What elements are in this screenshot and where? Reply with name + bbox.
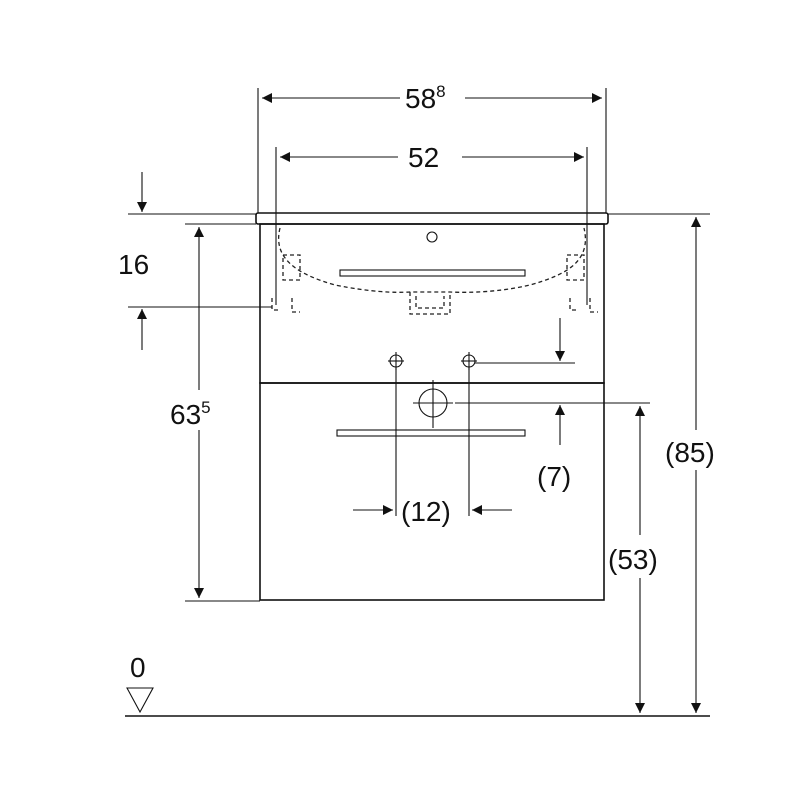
lower-drawer-front xyxy=(259,382,605,601)
drawer-gap-label: (7) xyxy=(537,461,571,492)
water-connections xyxy=(388,352,477,428)
top-offset-label: 16 xyxy=(118,249,149,280)
overall-width-label: 588 xyxy=(405,82,446,114)
total-height-label: (85) xyxy=(665,437,715,468)
extension-lines xyxy=(125,88,710,717)
basin-width-label: 52 xyxy=(408,142,439,173)
upper-drawer-front xyxy=(259,223,605,384)
tap-hole xyxy=(426,231,438,243)
drain-height-label: (53) xyxy=(608,544,658,575)
drawer-handle xyxy=(336,429,526,437)
basin-overflow-slot xyxy=(339,269,526,277)
pipe-spacing-label: (12) xyxy=(401,496,451,527)
basin-top-slab xyxy=(255,212,609,225)
dimension-lines xyxy=(137,93,701,713)
floor-level-label: 0 xyxy=(130,652,146,683)
cabinet-outline xyxy=(255,212,609,601)
dimension-labels: 588 52 16 635 (7) (85) (12) (53) 0 xyxy=(118,82,715,683)
floor-level-marker-icon xyxy=(126,687,154,714)
drain-connection-icon xyxy=(413,380,453,428)
vanity-height-label: 635 xyxy=(170,398,211,430)
basin-hidden-outline xyxy=(271,227,598,315)
